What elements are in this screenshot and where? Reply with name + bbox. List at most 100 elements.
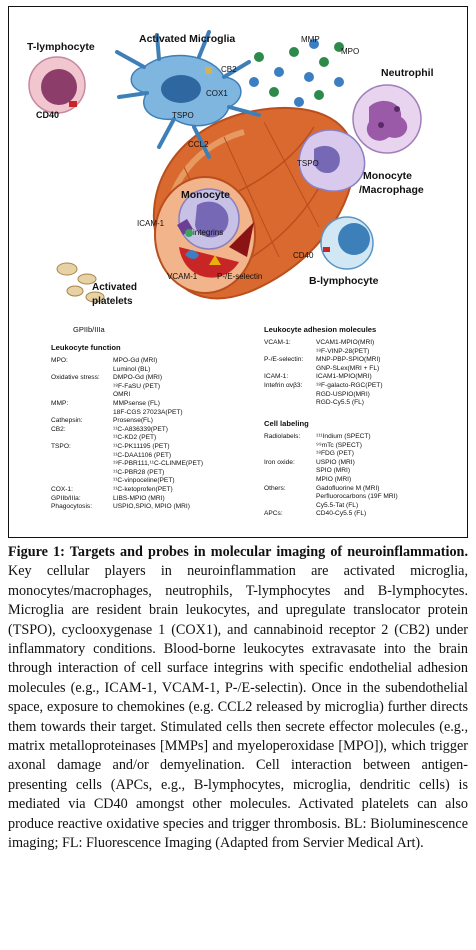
row-key [51, 434, 113, 443]
table-row: ⁹⁹mTc (SPECT) [264, 442, 464, 451]
row-key [51, 460, 113, 469]
label-activated-platelets-1: Activated [92, 282, 138, 293]
row-value: ¹⁸F-FaSU (PET) [113, 382, 161, 390]
leukocyte-function-rows: MPO:MPO-Gd (MRI)Luminol (BL) Oxidative st… [51, 357, 261, 512]
label-pe-selectin: P-/E-selectin [217, 272, 263, 281]
row-key: Radiolabels: [264, 433, 301, 440]
table-row: CB2:¹¹C-A836339(PET) [51, 426, 261, 435]
row-key: Intefrin αvβ3: [264, 381, 303, 389]
neutrophil-cell [352, 84, 422, 154]
row-key [264, 348, 316, 357]
adhesion-heading: Leukocyte adhesion molecules [264, 325, 377, 334]
row-key: Others: [264, 484, 286, 492]
row-value: CD40-Cy5.5 (FL) [316, 510, 367, 518]
platelets [56, 262, 105, 303]
row-value: Cy5.5-Tat (FL) [316, 501, 359, 509]
row-value: ¹¹C-A836339(PET) [113, 425, 168, 433]
label-integrins: integrins [193, 228, 224, 237]
table-row: GNP-SLex(MRI + FL) [264, 365, 464, 374]
table-row: Others: Gadofluorine M (MRI) [264, 485, 464, 494]
label-cd40-b: CD40 [293, 251, 314, 260]
row-key: Phagocytosis: [51, 503, 93, 511]
table-row: Iron oxide:USPIO (MRI) [264, 459, 464, 468]
row-key: Oxidative stress: [51, 374, 100, 382]
table-row: OMRI [51, 391, 261, 400]
row-key [264, 399, 316, 408]
row-value: Gadofluorine M (MRI) [316, 484, 380, 492]
table-row: RGD-USPIO(MRI) [264, 391, 464, 400]
row-value: ¹¹¹Indium (SPECT) [316, 433, 371, 440]
row-key: TSPO: [51, 442, 71, 450]
row-value: RGD-Cy5.5 (FL) [316, 399, 364, 407]
row-key [264, 502, 316, 511]
row-key [51, 477, 113, 486]
table-row: MMP:MMPsense (FL) [51, 400, 261, 409]
row-value: MPO-Gd (MRI) [113, 357, 158, 364]
label-tspo-monocyte: TSPO [297, 159, 319, 168]
row-value: 18F-CGS 27023A(PET) [113, 408, 183, 416]
label-icam1: ICAM-1 [137, 219, 165, 228]
leukocyte-function-heading: Leukocyte function [51, 343, 121, 352]
table-row: ¹¹C-DAA1106 (PET) [51, 452, 261, 461]
vcam1-marker [185, 250, 199, 259]
figure-caption: Figure 1: Targets and probes in molecula… [8, 543, 468, 854]
table-row: MPO:MPO-Gd (MRI) [51, 357, 261, 366]
row-value: ¹¹C-ketoprofen(PET) [113, 485, 173, 493]
label-cox1: COX1 [206, 89, 228, 98]
row-value: USPIO,SPIO, MPIO (MRI) [113, 503, 190, 511]
row-value: ¹¹C-PK11195 (PET) [113, 442, 170, 450]
row-key [51, 409, 113, 418]
row-key [264, 365, 316, 374]
label-neutrophil: Neutrophil [381, 67, 434, 79]
label-activated-microglia: Activated Microglia [139, 33, 236, 45]
row-value: ¹¹C-PBR28 (PET) [113, 468, 165, 476]
label-vcam1: VCAM-1 [167, 272, 198, 281]
label-activated-platelets-2: platelets [92, 296, 133, 307]
table-row: 18F-CGS 27023A(PET) [51, 409, 261, 418]
row-value: SPIO (MRI) [316, 467, 351, 475]
label-t-lymphocyte: T-lymphocyte [27, 41, 95, 53]
table-row: P-/E-selectin:MNP-PBP-SPIO(MRI) [264, 356, 464, 365]
t-lymphocyte-cell [28, 56, 86, 114]
table-row: Perfluorocarbons (19F MRI) [264, 493, 464, 502]
b-lymphocyte-cell [320, 216, 374, 270]
microglia-cell [115, 30, 261, 159]
integrin-marker [185, 229, 193, 237]
row-value: Luminol (BL) [113, 365, 151, 373]
label-monocyte-macrophage-1: Monocyte [363, 170, 413, 182]
adhesion-table: Leukocyte adhesion molecules VCAM-1:VCAM… [264, 325, 464, 408]
table-row: ¹¹C-PBR28 (PET) [51, 469, 261, 478]
label-monocyte: Monocyte [181, 189, 231, 201]
row-value: ICAM1-MPIO(MRI) [316, 373, 372, 381]
row-key [51, 383, 113, 392]
row-key: Iron oxide: [264, 458, 295, 466]
selectin-marker [209, 255, 221, 265]
macrophage-cell [298, 129, 366, 192]
row-value: OMRI [113, 391, 131, 399]
row-key [264, 467, 316, 476]
row-key [51, 366, 113, 375]
table-row: ¹⁸F-PBR111,¹¹C-CLINME(PET) [51, 460, 261, 469]
table-row: ¹¹C-KD2 (PET) [51, 434, 261, 443]
row-value: ¹¹C-DAA1106 (PET) [113, 451, 172, 459]
table-row: GPIIb/IIIa:LIBS-MPIO (MRI) [51, 495, 261, 504]
label-cb2: CB2 [221, 65, 237, 74]
table-row: ICAM-1:ICAM1-MPIO(MRI) [264, 373, 464, 382]
label-mpo: MPO [341, 47, 360, 56]
label-tspo-microglia: TSPO [172, 111, 194, 120]
label-gpiib: GPIIb/IIIa [73, 325, 105, 334]
row-key [51, 452, 113, 461]
monocyte-cell [178, 188, 240, 250]
table-row: COX-1:¹¹C-ketoprofen(PET) [51, 486, 261, 495]
table-row: ¹⁸F-FaSU (PET) [51, 383, 261, 392]
row-value: RGD-USPIO(MRI) [316, 390, 370, 398]
table-row: ¹⁸FDG (PET) [264, 450, 464, 459]
row-value: ¹⁸F-galacto-RGC(PET) [316, 381, 383, 389]
row-key [264, 391, 316, 400]
row-key: GPIIb/IIIa: [51, 494, 81, 502]
table-row: Cy5.5-Tat (FL) [264, 502, 464, 511]
row-value: VCAM1-MPIO(MRI) [316, 339, 375, 346]
cell-labeling-heading: Cell labeling [264, 419, 309, 428]
table-row: APCs:CD40-Cy5.5 (FL) [264, 510, 464, 519]
row-key [51, 391, 113, 400]
